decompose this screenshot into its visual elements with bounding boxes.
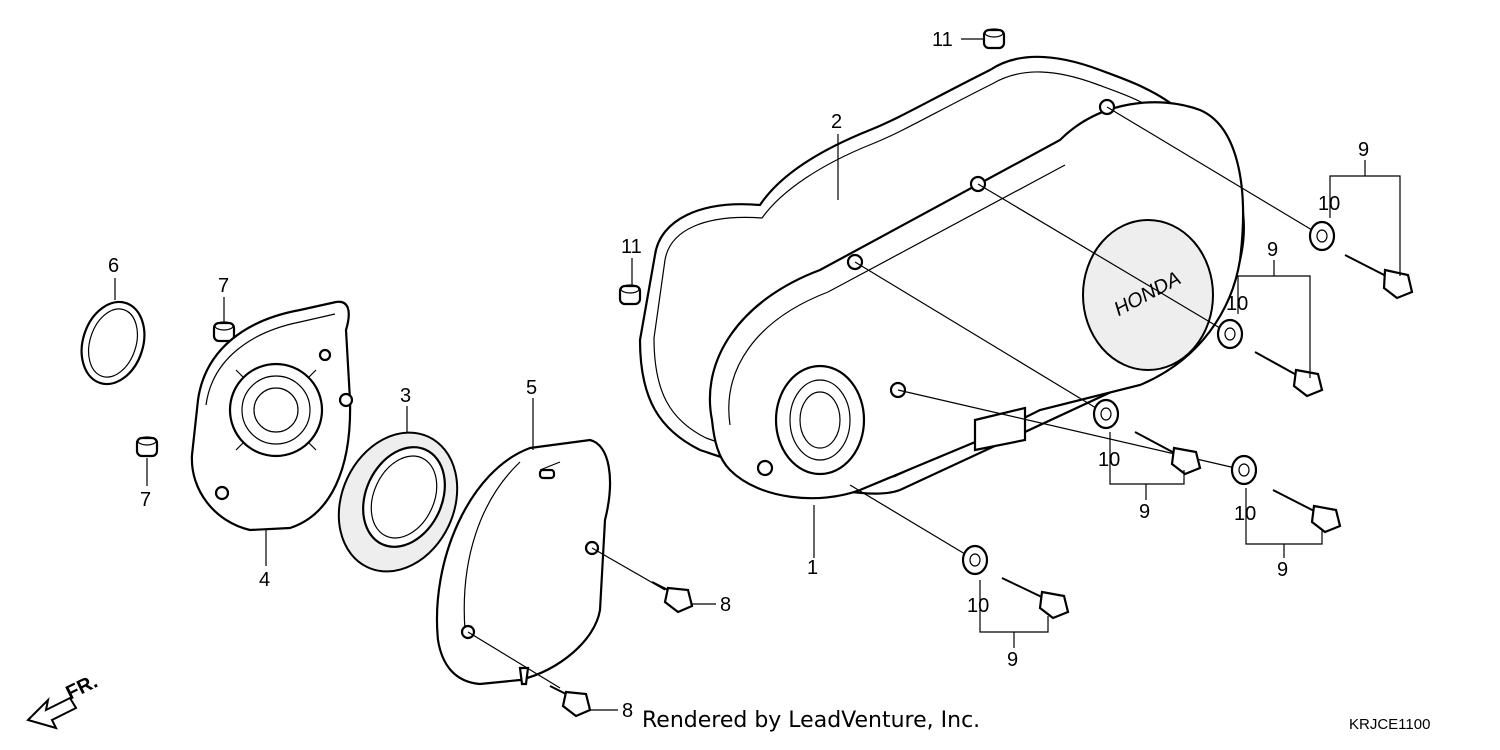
callout-10-b: 10	[1226, 293, 1248, 315]
callout-5: 5	[526, 377, 537, 399]
callout-10-d: 10	[1234, 503, 1256, 525]
callout-9-a: 9	[1358, 139, 1369, 161]
washer-bolt-set-2[interactable]	[1216, 318, 1324, 398]
part-5-small-cover[interactable]	[435, 438, 612, 686]
callout-leaders	[114, 38, 1401, 711]
callout-3: 3	[400, 385, 411, 407]
front-direction-arrow: FR.	[26, 671, 101, 730]
callout-11-left: 11	[621, 236, 642, 258]
part-3-oil-seal[interactable]	[317, 413, 479, 591]
part-6-o-ring[interactable]	[71, 294, 154, 392]
washer-bolt-set-5[interactable]	[961, 544, 1070, 620]
callout-9-d: 9	[1277, 559, 1288, 581]
render-credit: Rendered by LeadVenture, Inc.	[642, 708, 981, 733]
callout-9-b: 9	[1267, 239, 1278, 261]
callout-8-lower: 8	[622, 700, 633, 722]
part-8-bolt-upper[interactable]	[651, 581, 694, 614]
callout-1: 1	[807, 557, 818, 579]
callout-6: 6	[108, 255, 119, 277]
callout-numbers: 6 7 7 4 3 5 2 11 11 1 8 8 9 10 9 10 10 9…	[108, 29, 1369, 722]
washer-bolt-set-4[interactable]	[1230, 454, 1342, 534]
part-11-dowel-top[interactable]	[982, 28, 1006, 50]
part-4-inner-cover[interactable]	[190, 300, 354, 532]
part-7-dowel-lower[interactable]	[135, 436, 159, 458]
part-7-dowel-upper[interactable]	[212, 321, 236, 343]
callout-2: 2	[831, 111, 842, 133]
callout-10-c: 10	[1098, 449, 1120, 471]
callout-8-upper: 8	[720, 594, 731, 616]
part-1-crankcase-cover[interactable]: HONDA	[708, 98, 1245, 500]
washer-bolt-set-3[interactable]	[1092, 398, 1202, 476]
part-8-bolt-lower[interactable]	[549, 685, 592, 718]
callout-10-a: 10	[1318, 193, 1340, 215]
part-11-dowel-left[interactable]	[618, 284, 642, 306]
diagram-code: KRJCE1100	[1349, 716, 1431, 733]
callout-7-upper: 7	[218, 275, 229, 297]
callout-7-lower: 7	[140, 489, 151, 511]
callout-11-top: 11	[932, 29, 953, 51]
callout-4: 4	[259, 569, 270, 591]
callout-10-e: 10	[967, 595, 989, 617]
callout-9-e: 9	[1007, 649, 1018, 671]
callout-9-c: 9	[1139, 501, 1150, 523]
washer-bolt-set-1[interactable]	[1308, 220, 1414, 300]
